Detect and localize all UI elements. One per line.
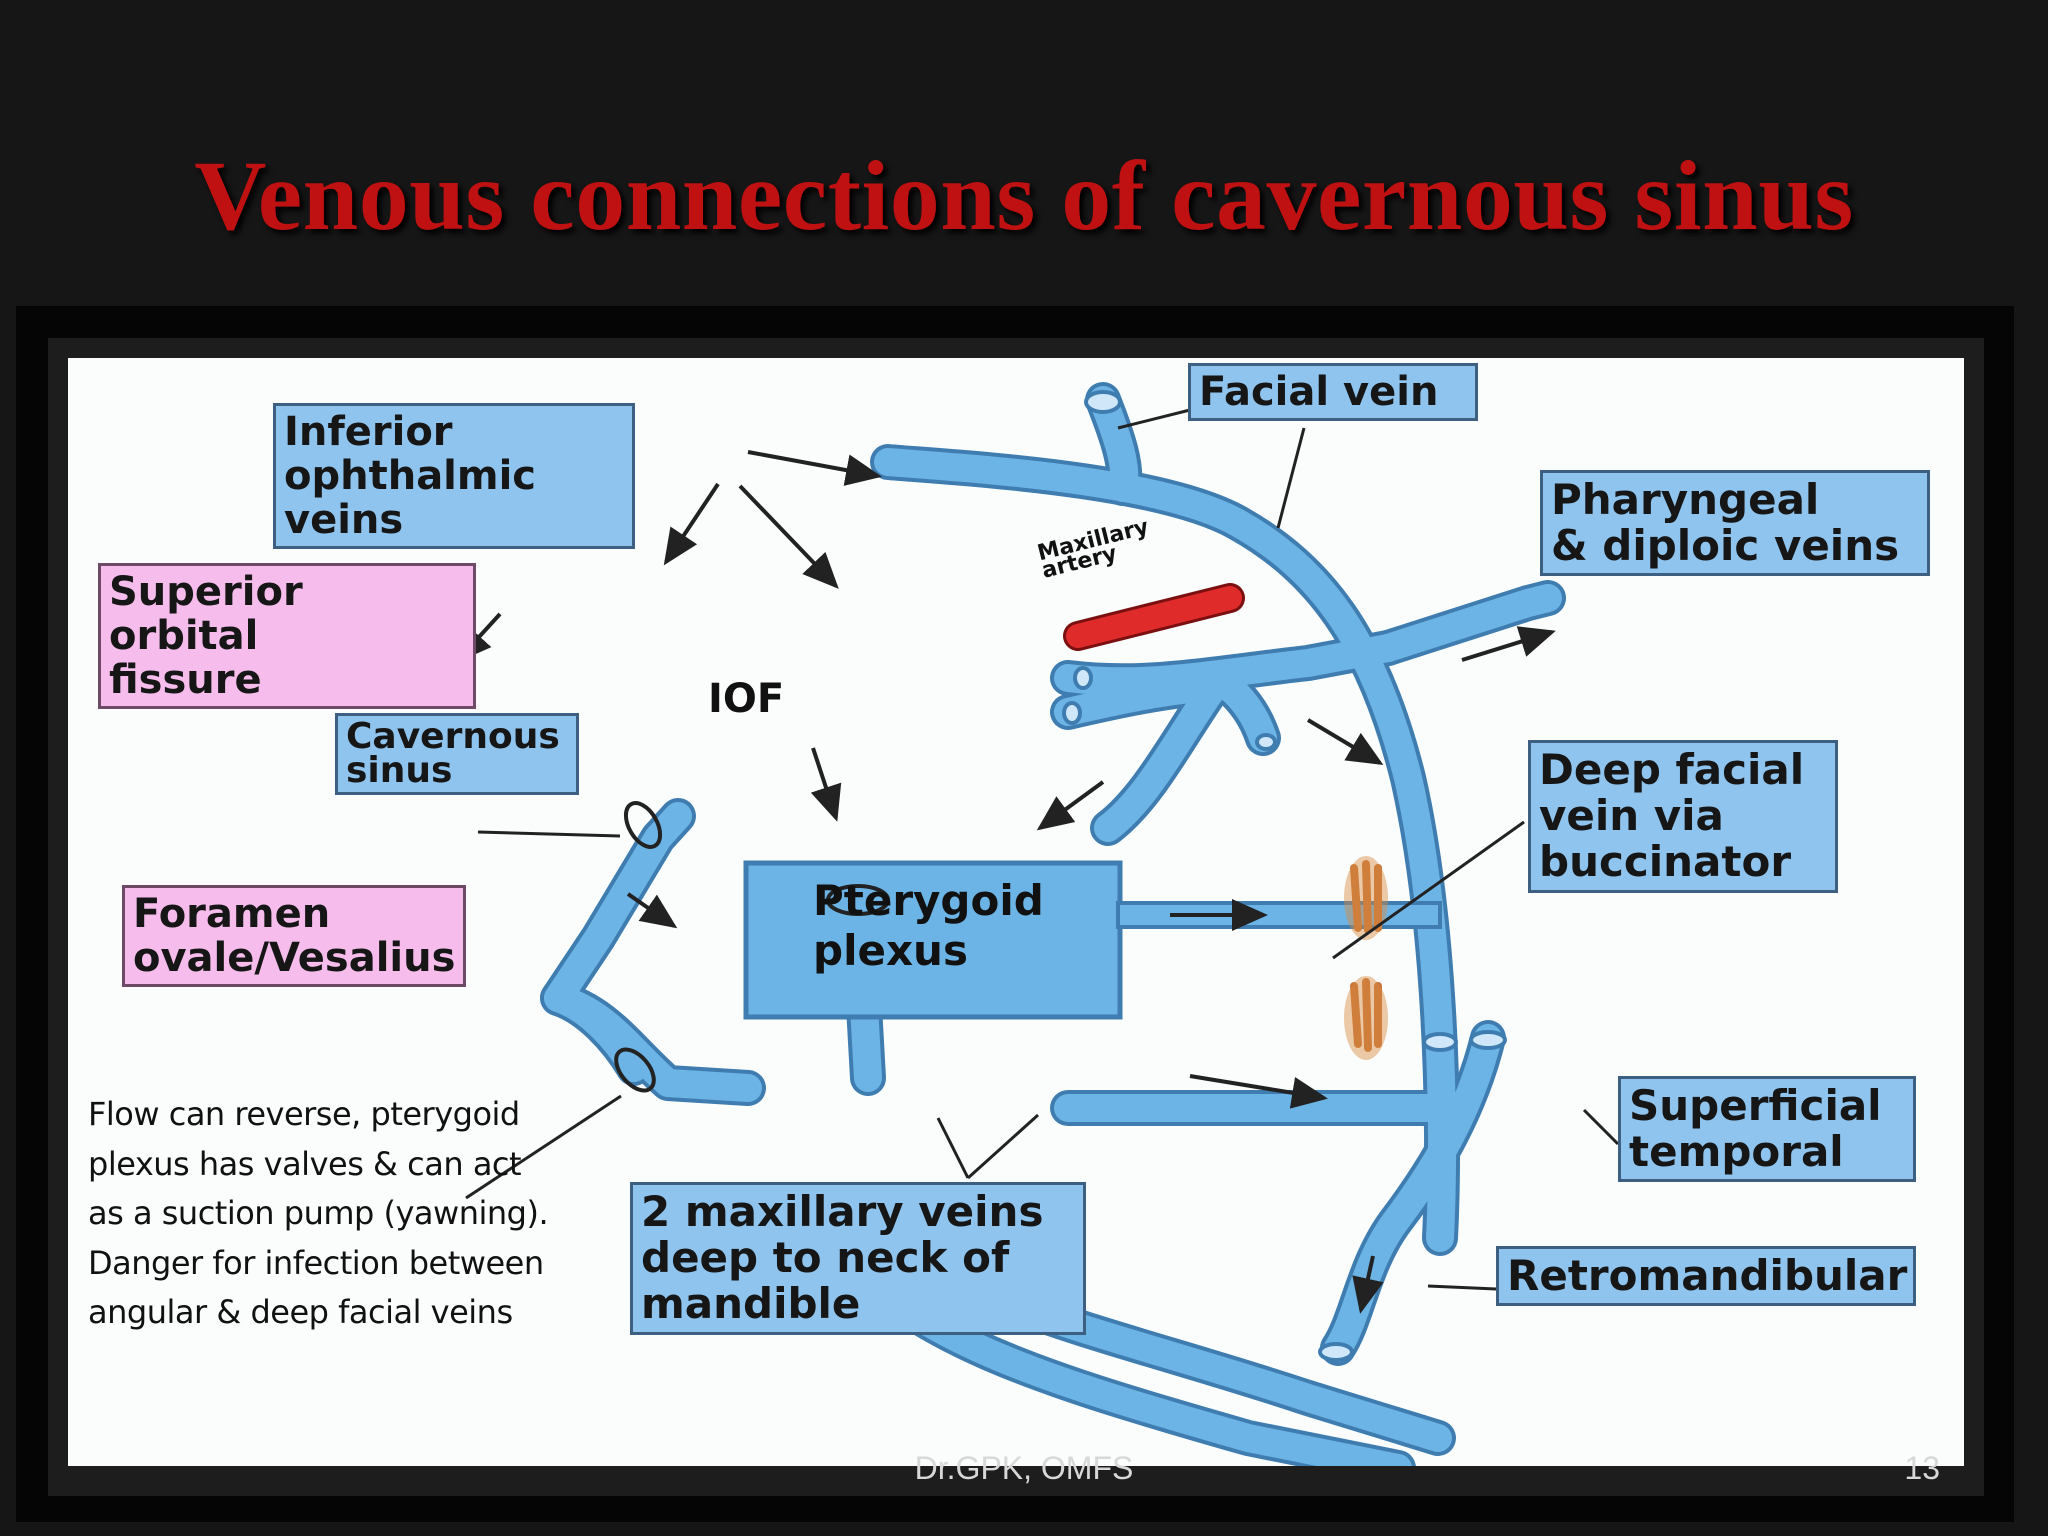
label-superficial-temporal: Superficial temporal xyxy=(1618,1076,1916,1183)
label-cavernous-sinus: Cavernous sinus xyxy=(335,713,579,796)
label-pharyngeal-diploic-veins: Pharyngeal & diploic veins xyxy=(1540,470,1930,577)
label-iof: IOF xyxy=(708,676,785,722)
label-facial-vein: Facial vein xyxy=(1188,363,1478,421)
label-inferior-ophthalmic-veins: Inferior ophthalmic veins xyxy=(273,403,635,549)
label-deep-facial-vein: Deep facial vein via buccinator xyxy=(1528,740,1838,893)
page-number: 13 xyxy=(1904,1450,1940,1486)
vein-drawing xyxy=(455,382,1620,1466)
label-pterygoid-plexus: Pterygoid plexus xyxy=(813,876,1044,976)
pterygoid-plexus-block xyxy=(743,860,1123,1020)
label-superior-orbital-fissure: Superior orbital fissure xyxy=(98,563,476,709)
venous-diagram: Inferior ophthalmic veins Facial vein Ph… xyxy=(68,358,1964,1466)
label-maxillary-veins: 2 maxillary veins deep to neck of mandib… xyxy=(630,1182,1086,1335)
footer-credit: Dr.GPK, OMFS xyxy=(914,1450,1134,1486)
buccinator-muscle xyxy=(1350,860,1382,1052)
clinical-note: Flow can reverse, pterygoid plexus has v… xyxy=(88,1095,549,1332)
label-foramen-ovale-vesalius: Foramen ovale/Vesalius xyxy=(122,885,466,987)
label-retromandibular: Retromandibular xyxy=(1496,1246,1916,1307)
slide-title: Venous connections of cavernous sinus xyxy=(194,140,1854,251)
